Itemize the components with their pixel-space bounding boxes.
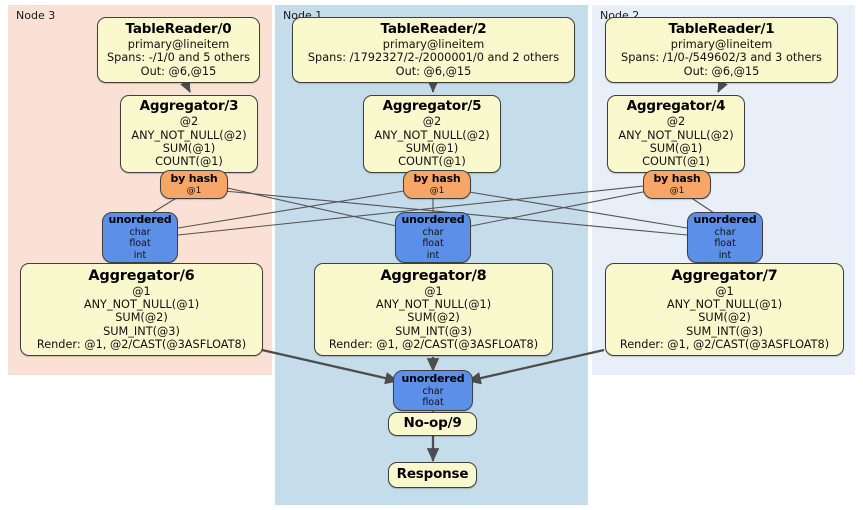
- router-title: by hash: [653, 171, 701, 185]
- sync-line: float: [129, 238, 151, 250]
- node-noop-9[interactable]: No-op/9: [388, 412, 477, 436]
- sync-line: int: [133, 249, 147, 261]
- node-aggregator-7[interactable]: Aggregator/7 @1 ANY_NOT_NULL(@1) SUM(@2)…: [605, 263, 844, 356]
- sync-line: float: [422, 396, 444, 408]
- sync-unordered-right[interactable]: unordered char float int: [687, 212, 763, 263]
- node-line: ANY_NOT_NULL(@2): [618, 128, 734, 142]
- node-line: @1: [132, 284, 151, 298]
- sync-line: char: [714, 227, 736, 239]
- sync-title: unordered: [401, 371, 465, 385]
- router-title: by hash: [170, 171, 218, 185]
- sync-title: unordered: [108, 213, 172, 227]
- sync-title: unordered: [401, 213, 465, 227]
- node-aggregator-5[interactable]: Aggregator/5 @2 ANY_NOT_NULL(@2) SUM(@1)…: [363, 95, 501, 173]
- sync-line: int: [426, 249, 440, 261]
- node-title: TableReader/1: [668, 21, 775, 38]
- node-title: Aggregator/6: [88, 267, 195, 284]
- node-line: SUM_INT(@3): [686, 324, 763, 338]
- node-line: Out: @6,@15: [683, 64, 760, 78]
- node-line: Out: @6,@15: [140, 64, 217, 78]
- router-by-hash-left[interactable]: by hash @1: [160, 170, 228, 199]
- node-line: primary@lineitem: [127, 37, 230, 51]
- node-title: Response: [396, 466, 469, 483]
- node-line: Render: @1, @2/CAST(@3ASFLOAT8): [36, 338, 247, 352]
- node-line: ANY_NOT_NULL(@2): [131, 128, 247, 142]
- node-line: @1: [424, 284, 443, 298]
- node-line: ANY_NOT_NULL(@1): [83, 298, 200, 312]
- node-aggregator-6[interactable]: Aggregator/6 @1 ANY_NOT_NULL(@1) SUM(@2)…: [20, 263, 263, 356]
- node-line: Spans: /1792327/2-/2000001/0 and 2 other…: [307, 51, 560, 65]
- node-line: @1: [715, 284, 734, 298]
- node-title: Aggregator/3: [139, 98, 239, 115]
- node-line: COUNT(@1): [642, 155, 710, 169]
- node-title: Aggregator/4: [626, 98, 726, 115]
- router-by-hash-mid[interactable]: by hash @1: [403, 170, 471, 199]
- router-line: @1: [669, 185, 685, 196]
- node-line: ANY_NOT_NULL(@2): [374, 128, 490, 142]
- node-line: ANY_NOT_NULL(@1): [666, 298, 783, 312]
- node-line: Render: @1, @2/CAST(@3ASFLOAT8): [328, 338, 539, 352]
- router-line: @1: [186, 185, 202, 196]
- node-table-reader-0[interactable]: TableReader/0 primary@lineitem Spans: -/…: [97, 17, 260, 83]
- node-title: No-op/9: [403, 415, 462, 432]
- panel-node3-label: Node 3: [16, 9, 56, 22]
- node-aggregator-8[interactable]: Aggregator/8 @1 ANY_NOT_NULL(@1) SUM(@2)…: [314, 263, 553, 356]
- node-line: Spans: -/1/0 and 5 others: [107, 51, 250, 65]
- sync-unordered-mid[interactable]: unordered char float int: [395, 212, 471, 263]
- node-table-reader-2[interactable]: TableReader/2 primary@lineitem Spans: /1…: [292, 17, 575, 83]
- node-line: SUM(@2): [115, 311, 168, 325]
- node-line: SUM_INT(@3): [103, 324, 180, 338]
- node-response[interactable]: Response: [388, 462, 477, 488]
- node-title: TableReader/2: [380, 21, 487, 38]
- router-by-hash-right[interactable]: by hash @1: [643, 170, 711, 199]
- node-line: SUM_INT(@3): [395, 324, 472, 338]
- node-table-reader-1[interactable]: TableReader/1 primary@lineitem Spans: /1…: [605, 17, 838, 83]
- node-line: Out: @6,@15: [395, 64, 472, 78]
- node-line: COUNT(@1): [155, 155, 223, 169]
- sync-line: float: [714, 238, 736, 250]
- node-line: @2: [179, 115, 199, 129]
- node-line: SUM(@2): [698, 311, 751, 325]
- node-title: TableReader/0: [125, 21, 232, 38]
- node-line: ANY_NOT_NULL(@1): [375, 298, 492, 312]
- sync-unordered-final[interactable]: unordered char float: [393, 370, 473, 411]
- node-line: primary@lineitem: [382, 37, 485, 51]
- sync-line: char: [422, 227, 444, 239]
- sync-line: char: [129, 227, 151, 239]
- node-line: Spans: /1/0-/549602/3 and 3 others: [621, 51, 822, 65]
- sync-line: float: [422, 238, 444, 250]
- sync-title: unordered: [693, 213, 757, 227]
- sync-unordered-left[interactable]: unordered char float int: [102, 212, 178, 263]
- node-line: primary@lineitem: [670, 37, 773, 51]
- node-aggregator-4[interactable]: Aggregator/4 @2 ANY_NOT_NULL(@2) SUM(@1)…: [607, 95, 745, 173]
- router-title: by hash: [413, 171, 461, 185]
- node-aggregator-3[interactable]: Aggregator/3 @2 ANY_NOT_NULL(@2) SUM(@1)…: [120, 95, 258, 173]
- node-line: @2: [666, 115, 686, 129]
- node-line: SUM(@1): [162, 141, 216, 155]
- node-line: @2: [422, 115, 442, 129]
- sync-line: int: [718, 249, 732, 261]
- node-line: Render: @1, @2/CAST(@3ASFLOAT8): [619, 338, 830, 352]
- node-line: SUM(@1): [649, 141, 703, 155]
- node-title: Aggregator/8: [380, 267, 487, 284]
- node-title: Aggregator/5: [382, 98, 482, 115]
- node-line: SUM(@2): [407, 311, 460, 325]
- node-line: COUNT(@1): [398, 155, 466, 169]
- node-line: SUM(@1): [405, 141, 459, 155]
- sync-line: char: [422, 385, 444, 397]
- node-title: Aggregator/7: [671, 267, 778, 284]
- router-line: @1: [429, 185, 445, 196]
